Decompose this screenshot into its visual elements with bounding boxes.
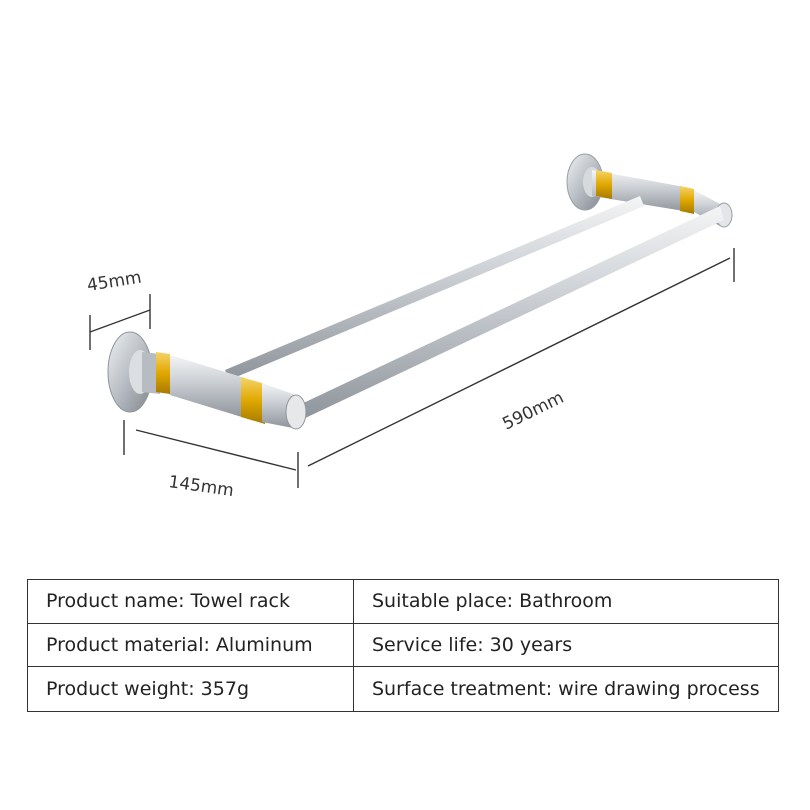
spec-service-life: Service life: 30 years xyxy=(354,624,778,668)
depth-dimension-label: 145mm xyxy=(167,472,235,501)
height-dimension-label: 45mm xyxy=(86,268,143,296)
spec-suitable-place: Suitable place: Bathroom xyxy=(354,580,778,624)
dimension-lines xyxy=(89,248,735,488)
rack-bars xyxy=(225,196,724,420)
length-dimension-label: 590mm xyxy=(499,388,567,435)
spec-product-weight: Product weight: 357g xyxy=(28,667,354,711)
spec-surface-treatment: Surface treatment: wire drawing process xyxy=(372,678,760,701)
spec-table: Product name: Towel rack Suitable place:… xyxy=(27,579,779,712)
left-wall-mount xyxy=(107,331,307,430)
spec-product-material: Product material: Aluminum xyxy=(28,623,354,668)
towel-rack-illustration: 45mm 145mm 590mm xyxy=(86,153,735,501)
spec-product-name: Product name: Towel rack xyxy=(28,580,354,624)
